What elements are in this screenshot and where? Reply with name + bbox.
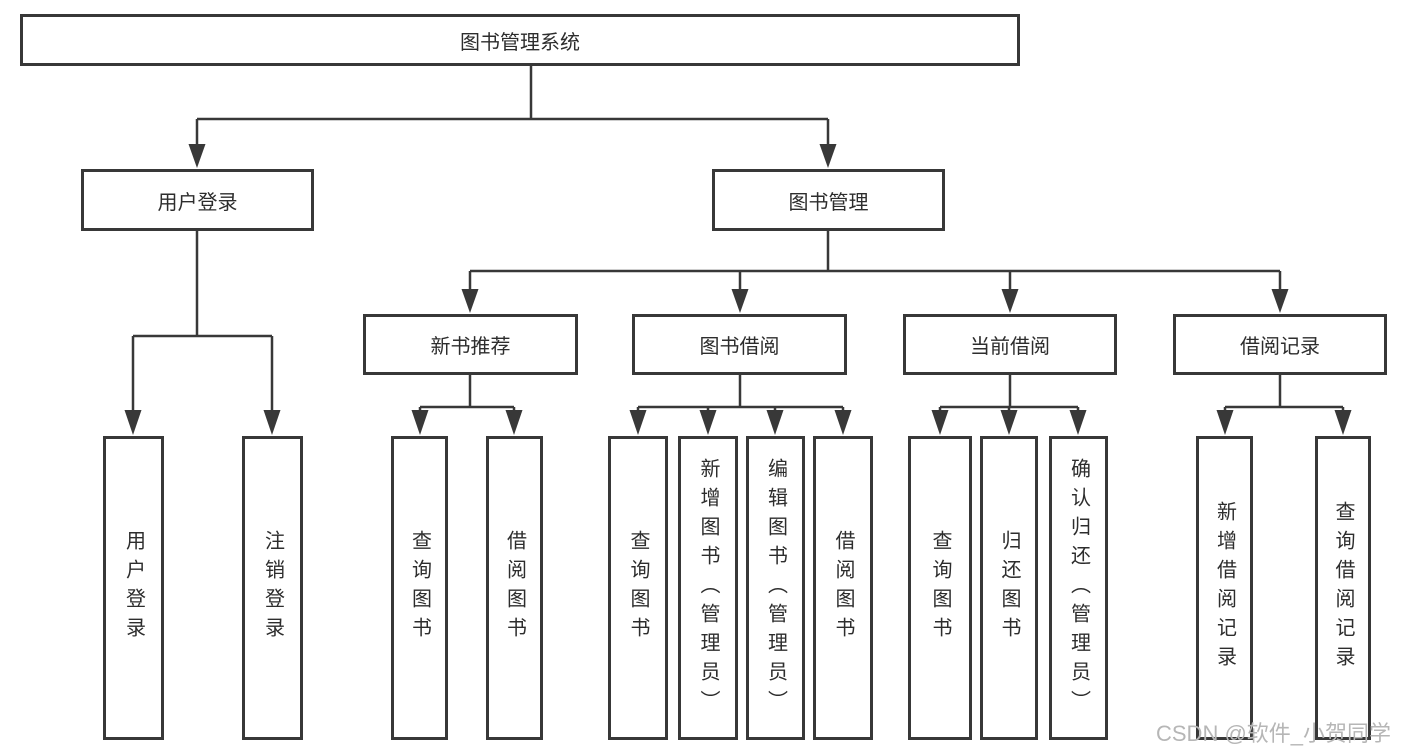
node-current-borrow: 当前借阅 <box>903 314 1117 375</box>
leaf-logout: 注销登录 <box>242 436 303 740</box>
leaf-edit-book-admin-label: 编辑图书（管理员） <box>764 457 787 719</box>
node-borrow-records: 借阅记录 <box>1173 314 1387 375</box>
leaf-borrow-books-recommend-label: 借阅图书 <box>503 530 526 646</box>
leaf-borrow-books: 借阅图书 <box>813 436 873 740</box>
leaf-query-books-current: 查询图书 <box>908 436 972 740</box>
node-book-borrow: 图书借阅 <box>632 314 847 375</box>
leaf-query-books-recommend-label: 查询图书 <box>408 530 431 646</box>
leaf-return-book-label: 归还图书 <box>998 530 1020 646</box>
leaf-query-borrow-record-label: 查询借阅记录 <box>1332 501 1354 675</box>
leaf-borrow-books-label: 借阅图书 <box>832 530 854 646</box>
leaf-query-books-current-label: 查询图书 <box>929 530 951 646</box>
node-user-login: 用户登录 <box>81 169 314 231</box>
leaf-return-book: 归还图书 <box>980 436 1038 740</box>
leaf-query-books-borrow: 查询图书 <box>608 436 668 740</box>
leaf-confirm-return-admin-label: 确认归还（管理员） <box>1067 457 1090 719</box>
watermark: CSDN @软件_小贺同学 <box>1156 721 1392 746</box>
leaf-logout-label: 注销登录 <box>261 530 284 646</box>
leaf-add-borrow-record-label: 新增借阅记录 <box>1213 501 1236 675</box>
leaf-query-borrow-record: 查询借阅记录 <box>1315 436 1371 740</box>
leaf-confirm-return-admin: 确认归还（管理员） <box>1049 436 1108 740</box>
node-new-book-recommend: 新书推荐 <box>363 314 578 375</box>
leaf-borrow-books-recommend: 借阅图书 <box>486 436 543 740</box>
leaf-user-login-label: 用户登录 <box>122 530 145 646</box>
leaf-add-book-admin-label: 新增图书（管理员） <box>697 457 719 719</box>
leaf-add-book-admin: 新增图书（管理员） <box>678 436 738 740</box>
node-book-management: 图书管理 <box>712 169 945 231</box>
leaf-query-books-borrow-label: 查询图书 <box>627 530 649 646</box>
leaf-query-books-recommend: 查询图书 <box>391 436 448 740</box>
leaf-add-borrow-record: 新增借阅记录 <box>1196 436 1253 740</box>
node-library-system: 图书管理系统 <box>20 14 1020 66</box>
leaf-user-login: 用户登录 <box>103 436 164 740</box>
leaf-edit-book-admin: 编辑图书（管理员） <box>746 436 805 740</box>
